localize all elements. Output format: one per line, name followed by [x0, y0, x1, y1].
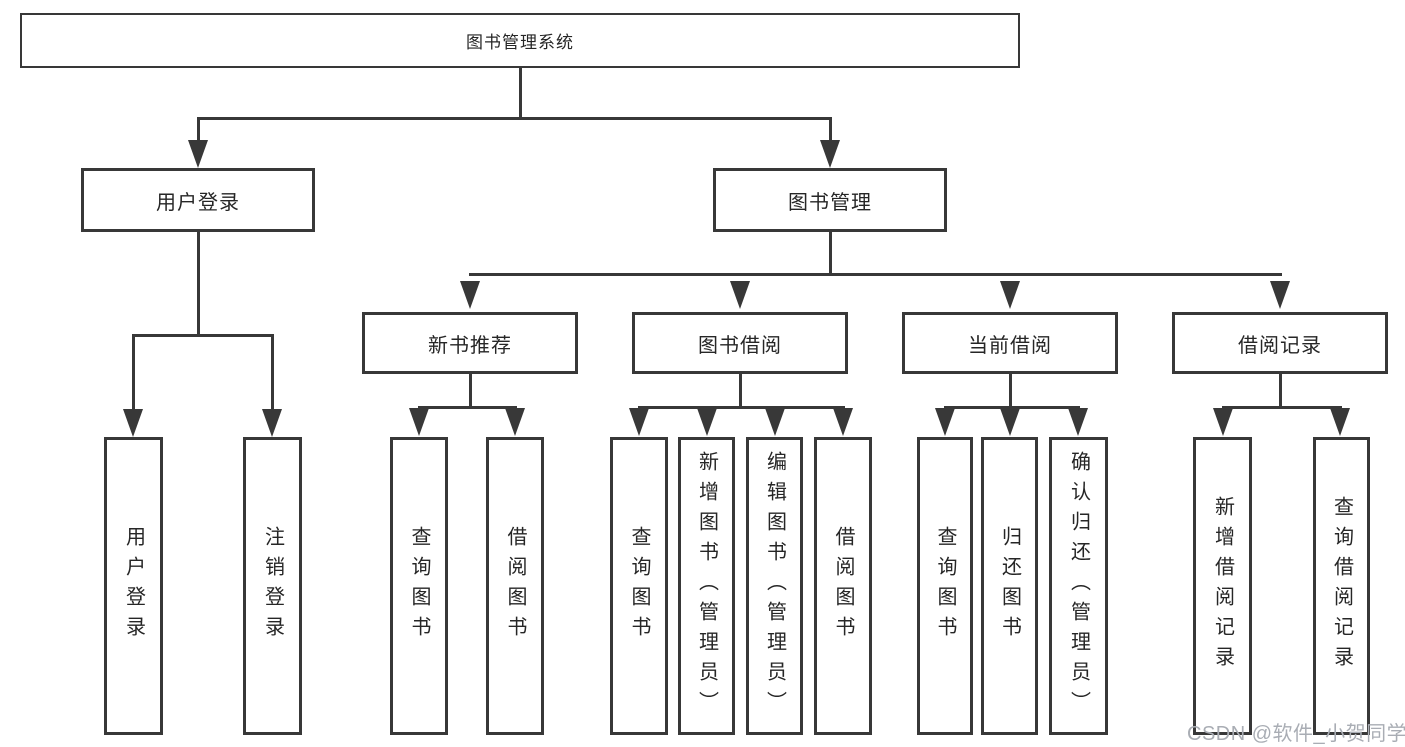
node-current-query-books: 查询图书 — [917, 437, 973, 735]
node-label: 查询图书 — [408, 526, 430, 646]
node-borrow-borrow-books: 借阅图书 — [814, 437, 872, 735]
node-book-borrowing: 图书借阅 — [632, 312, 848, 374]
arrowhead-down — [505, 408, 525, 436]
node-label: 图书借阅 — [698, 334, 782, 357]
node-add-book-admin: 新增图书（管理员） — [678, 437, 735, 735]
connector — [518, 68, 522, 118]
node-borrow-query-books: 查询图书 — [610, 437, 668, 735]
node-label: 当前借阅 — [968, 334, 1052, 357]
node-add-borrow-record: 新增借阅记录 — [1193, 437, 1252, 735]
node-label: 查询借阅记录 — [1330, 496, 1353, 676]
arrowhead-down — [833, 408, 853, 436]
node-user-login: 用户登录 — [81, 168, 315, 232]
node-label: 图书管理系统 — [466, 33, 574, 52]
arrowhead-down — [935, 408, 955, 436]
node-recommend-query-books: 查询图书 — [390, 437, 448, 735]
connector — [738, 374, 742, 408]
arrowhead-down — [1330, 408, 1350, 436]
node-confirm-return-admin: 确认归还（管理员） — [1049, 437, 1108, 735]
node-label: 归还图书 — [998, 526, 1021, 646]
arrowhead-down — [697, 408, 717, 436]
node-query-borrow-record: 查询借阅记录 — [1313, 437, 1370, 735]
connector — [131, 333, 274, 337]
connector — [196, 232, 200, 336]
arrowhead-down — [1213, 408, 1233, 436]
connector — [417, 405, 517, 409]
connector — [196, 116, 832, 120]
connector — [270, 335, 274, 413]
node-edit-book-admin: 编辑图书（管理员） — [746, 437, 803, 735]
node-label: 查询图书 — [628, 526, 650, 646]
arrowhead-down — [409, 408, 429, 436]
connector — [1221, 405, 1342, 409]
csdn-watermark: CSDN @软件_小贺同学 — [1187, 723, 1405, 745]
node-label: 用户登录 — [122, 526, 145, 646]
node-book-management: 图书管理 — [713, 168, 947, 232]
node-root: 图书管理系统 — [20, 13, 1020, 68]
connector — [1278, 374, 1282, 408]
node-label: 注销登录 — [261, 526, 284, 646]
arrowhead-down — [765, 408, 785, 436]
connector — [1008, 374, 1012, 408]
connector — [131, 335, 135, 413]
arrowhead-down — [730, 281, 750, 309]
arrowhead-down — [1000, 408, 1020, 436]
connector — [943, 405, 1080, 409]
connector — [637, 405, 845, 409]
node-borrowing-records: 借阅记录 — [1172, 312, 1388, 374]
node-label: 借阅图书 — [832, 526, 854, 646]
connector — [828, 232, 832, 275]
node-recommend-borrow-books: 借阅图书 — [486, 437, 544, 735]
node-label: 图书管理 — [788, 191, 872, 214]
connector — [828, 118, 832, 144]
arrowhead-down — [629, 408, 649, 436]
arrowhead-down — [820, 140, 840, 168]
node-label: 新书推荐 — [428, 334, 512, 357]
node-label: 查询图书 — [934, 526, 956, 646]
arrowhead-down — [1068, 408, 1088, 436]
node-current-borrowing: 当前借阅 — [902, 312, 1118, 374]
node-label: 借阅记录 — [1238, 334, 1322, 357]
arrowhead-down — [188, 140, 208, 168]
arrowhead-down — [1000, 281, 1020, 309]
connector — [468, 374, 472, 408]
node-user-login-leaf: 用户登录 — [104, 437, 163, 735]
node-label: 用户登录 — [156, 191, 240, 214]
node-new-book-recommend: 新书推荐 — [362, 312, 578, 374]
node-label: 编辑图书（管理员） — [763, 451, 786, 721]
connector — [468, 272, 1282, 276]
node-label: 确认归还（管理员） — [1067, 451, 1090, 721]
connector — [196, 118, 200, 144]
node-label: 借阅图书 — [504, 526, 526, 646]
node-label: 新增图书（管理员） — [695, 451, 718, 721]
node-logout: 注销登录 — [243, 437, 302, 735]
arrowhead-down — [123, 409, 143, 437]
node-return-book: 归还图书 — [981, 437, 1038, 735]
arrowhead-down — [460, 281, 480, 309]
node-label: 新增借阅记录 — [1211, 496, 1234, 676]
arrowhead-down — [1270, 281, 1290, 309]
arrowhead-down — [262, 409, 282, 437]
